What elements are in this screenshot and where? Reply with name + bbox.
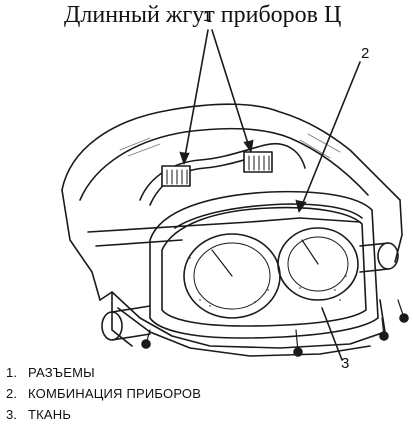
tachometer-dial-inner bbox=[287, 236, 349, 292]
cluster-bezel-top bbox=[174, 203, 363, 229]
legend-item-number: 2. bbox=[6, 386, 18, 401]
dash-panel-shelf bbox=[87, 217, 361, 233]
cluster-stipple bbox=[189, 257, 347, 307]
cluster-housing-inner bbox=[161, 206, 367, 327]
speedometer-needle bbox=[211, 249, 233, 277]
callout-2-number: 2 bbox=[361, 45, 370, 62]
speedometer-dial-inner bbox=[193, 242, 271, 310]
dash-panel-shelf-2 bbox=[95, 239, 183, 247]
tachometer-needle bbox=[301, 239, 319, 265]
connector-right-pins bbox=[248, 155, 270, 171]
legend-item-label: ТКАНЬ bbox=[28, 407, 72, 422]
right-post bbox=[377, 242, 399, 270]
cluster-housing-outer bbox=[149, 190, 379, 339]
callout-1-number: 1 bbox=[203, 8, 212, 25]
legend-item-number: 3. bbox=[6, 407, 18, 422]
cut-off-caption: Длинный жгут приборов Ц bbox=[64, 2, 342, 28]
legend-item-label: КОМБИНАЦИЯ ПРИБОРОВ bbox=[28, 386, 202, 401]
dashboard-lower-edge bbox=[61, 189, 101, 301]
connector-right bbox=[243, 151, 273, 173]
callout-1-leader-left bbox=[183, 29, 209, 163]
legend-item-connectors: 1. РАЗЪЕМЫ bbox=[6, 362, 336, 383]
legend-item-number: 1. bbox=[6, 365, 18, 380]
cluster-tray bbox=[111, 291, 386, 349]
dashboard-outline bbox=[61, 103, 401, 201]
legend-item-cloth: 3. ТКАНЬ bbox=[6, 404, 336, 425]
connector-left-pins bbox=[166, 169, 188, 185]
callout-3-number: 3 bbox=[341, 355, 350, 372]
callout-2-leader bbox=[299, 61, 361, 211]
connector-left bbox=[161, 165, 191, 187]
callout-3-leader bbox=[321, 307, 343, 361]
dash-shading bbox=[119, 133, 341, 159]
legend: 1. РАЗЪЕМЫ 2. КОМБИНАЦИЯ ПРИБОРОВ 3. ТКА… bbox=[6, 362, 336, 425]
tachometer-dial bbox=[277, 227, 359, 301]
legend-item-label: РАЗЪЕМЫ bbox=[28, 365, 95, 380]
legend-item-cluster: 2. КОМБИНАЦИЯ ПРИБОРОВ bbox=[6, 383, 336, 404]
callout-1-leader-right bbox=[211, 29, 251, 151]
cluster-tray-lip bbox=[117, 307, 371, 357]
dashboard-inner-line bbox=[79, 127, 369, 201]
